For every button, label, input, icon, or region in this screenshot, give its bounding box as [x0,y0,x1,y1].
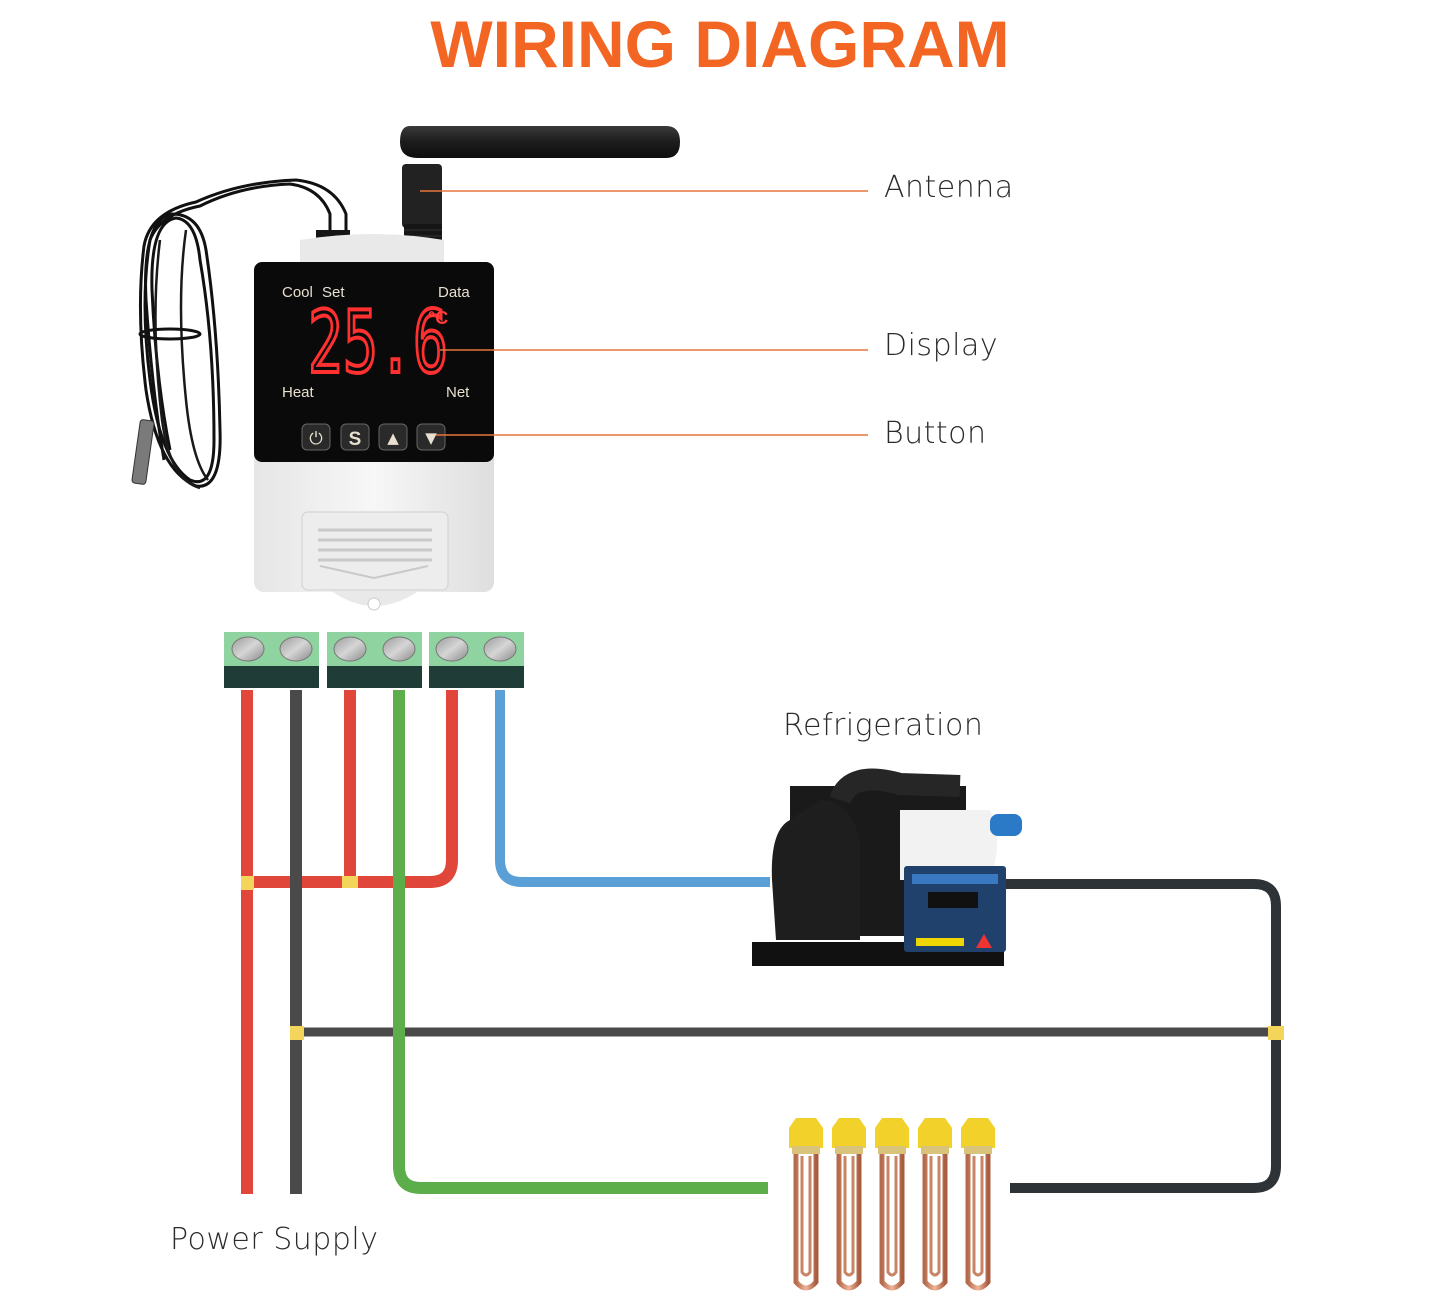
wire-refrigeration-feed [495,690,770,887]
callout-lines [420,190,868,436]
lcd-panel [254,262,494,462]
heater-cap [961,1118,995,1148]
wires [241,690,1284,1194]
heater-cap [832,1118,866,1148]
terminal-block-3 [429,632,524,688]
heater-collar [878,1146,906,1154]
up-button[interactable]: ▲ [378,423,408,451]
callout-antenna: Antenna [884,170,1014,205]
heater-cap [875,1118,909,1148]
heating-elements [789,1118,995,1291]
terminal-blocks [224,632,524,688]
lcd-label-data: Data [438,284,470,301]
refrigeration-unit [752,768,1022,966]
down-button[interactable]: ▼ [416,423,446,451]
callout-button: Button [884,416,987,451]
copper-loop [965,1150,991,1291]
lcd-label-heat: Heat [282,384,315,401]
lcd-label-cool: Cool [282,284,313,301]
set-icon: S [349,429,362,450]
power-button[interactable]: ⏻ [301,423,331,451]
wire-refrigeration-return [1004,879,1281,1026]
wire-heater-return [1010,1040,1281,1193]
heating-element [961,1118,995,1291]
wire-heater-feed [393,690,768,1194]
copper-inner-loop [929,1156,941,1277]
temperature-unit: °C [428,308,448,328]
arrow-down-icon: ▼ [425,429,437,447]
diagram-title: WIRING DIAGRAM [430,7,1010,81]
heating-element [832,1118,866,1291]
label-refrigeration: Refrigeration [783,708,984,743]
heater-cap [918,1118,952,1148]
temperature-reading: 25.6 [308,293,448,393]
wire-red-bridge [358,690,458,888]
heating-element [875,1118,909,1291]
heating-element [918,1118,952,1291]
heater-cap [789,1118,823,1148]
copper-inner-loop [886,1156,898,1277]
heating-element [789,1118,823,1291]
copper-loop [922,1150,948,1291]
copper-loop [793,1150,819,1291]
controller-unit [254,234,494,611]
copper-inner-loop [843,1156,855,1277]
terminal-block-1 [224,632,319,688]
controller-buttons: ⏻ S ▲ ▼ [301,423,446,451]
callout-display: Display [884,328,999,363]
terminal-block-2 [327,632,422,688]
heater-collar [964,1146,992,1154]
antenna [400,126,680,258]
lcd-label-set: Set [322,284,345,301]
arrow-up-icon: ▲ [387,429,399,447]
heater-collar [835,1146,863,1154]
label-power-supply: Power Supply [170,1222,379,1257]
copper-inner-loop [972,1156,984,1277]
copper-inner-loop [800,1156,812,1277]
set-button[interactable]: S [340,423,370,451]
lcd-label-net: Net [446,384,470,401]
power-icon: ⏻ [309,429,323,449]
heater-collar [921,1146,949,1154]
copper-loop [836,1150,862,1291]
copper-loop [879,1150,905,1291]
heater-collar [792,1146,820,1154]
